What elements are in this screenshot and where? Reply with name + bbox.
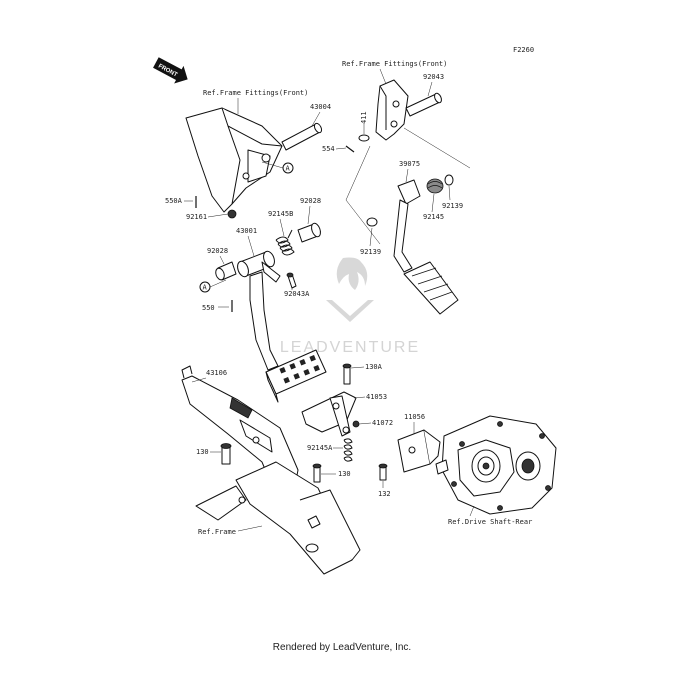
brake-pedal-43001: [237, 250, 281, 371]
pin-92043: [405, 92, 442, 117]
label-11056: 11056: [404, 413, 425, 421]
label-92161: 92161: [186, 213, 207, 221]
washer-92139-left: [366, 217, 378, 227]
frame-fitting-bracket-right: [375, 79, 409, 141]
bolt-130-left: [220, 443, 232, 465]
label-92145b: 92145B: [268, 210, 293, 218]
frame-member: [195, 461, 361, 575]
bolt-130a: [342, 363, 352, 385]
watermark: LEADVENTURE: [280, 257, 420, 356]
label-92145a: 92145A: [307, 444, 333, 452]
accelerator-pedal-39075: [393, 179, 459, 315]
front-arrow-icon: FRONT: [153, 57, 188, 84]
frame-fitting-bracket-left: [185, 107, 283, 219]
part-41072: [352, 420, 360, 428]
label-550a: 550A: [165, 197, 183, 205]
label-43004: 43004: [310, 103, 331, 111]
diagram-code: F2260: [513, 46, 534, 54]
label-411: 411: [360, 111, 368, 124]
callout-a-left: A: [199, 279, 227, 293]
drive-shaft-housing: [435, 415, 557, 515]
brake-pedal-pad: [265, 349, 327, 403]
footer-credit: Rendered by LeadVenture, Inc.: [273, 642, 411, 653]
label-92028-top: 92028: [300, 197, 321, 205]
label-132: 132: [378, 490, 391, 498]
spring-92145b: [275, 229, 295, 256]
label-43106: 43106: [206, 369, 227, 377]
bracket-41053: [301, 391, 357, 437]
watermark-flame-icon: [336, 257, 368, 290]
label-92043: 92043: [423, 73, 444, 81]
label-43001: 43001: [236, 227, 257, 235]
spring-92145: [426, 178, 444, 194]
spring-92145a: [343, 438, 353, 462]
washer-92139-right: [444, 174, 454, 186]
svg-text:A: A: [203, 284, 208, 292]
washer-411: [358, 134, 370, 142]
ref-drive-shaft-rear: Ref.Drive Shaft-Rear: [448, 518, 532, 526]
bolt-130-mid: [312, 463, 322, 483]
bushing-92028-top: [297, 222, 321, 243]
label-39075: 39075: [399, 160, 420, 168]
label-92043a: 92043A: [284, 290, 310, 298]
label-41053: 41053: [366, 393, 387, 401]
ref-frame-fittings-front-left: Ref.Frame Fittings(Front): [203, 89, 308, 97]
label-92139-left: 92139: [360, 248, 381, 256]
label-554: 554: [322, 145, 335, 153]
label-130a: 130A: [365, 363, 383, 371]
bracket-11056: [397, 429, 441, 473]
svg-text:A: A: [286, 165, 291, 173]
pin-43004: [281, 122, 323, 151]
bushing-92028-left: [215, 261, 237, 281]
label-550: 550: [202, 304, 215, 312]
ref-frame-fittings-front-right: Ref.Frame Fittings(Front): [342, 60, 447, 68]
callout-a-top: A: [261, 161, 294, 174]
label-130-left: 130: [196, 448, 209, 456]
label-92145: 92145: [423, 213, 444, 221]
bolt-132: [378, 463, 388, 481]
label-92028-left: 92028: [207, 247, 228, 255]
watermark-chevron-icon: [326, 300, 374, 322]
cotter-pin-554: [345, 145, 355, 153]
ref-frame: Ref.Frame: [198, 528, 236, 536]
bolt-92043a: [286, 272, 297, 289]
watermark-text: LEADVENTURE: [280, 339, 420, 356]
label-41072: 41072: [372, 419, 393, 427]
label-92139-right: 92139: [442, 202, 463, 210]
label-130-mid: 130: [338, 470, 351, 478]
